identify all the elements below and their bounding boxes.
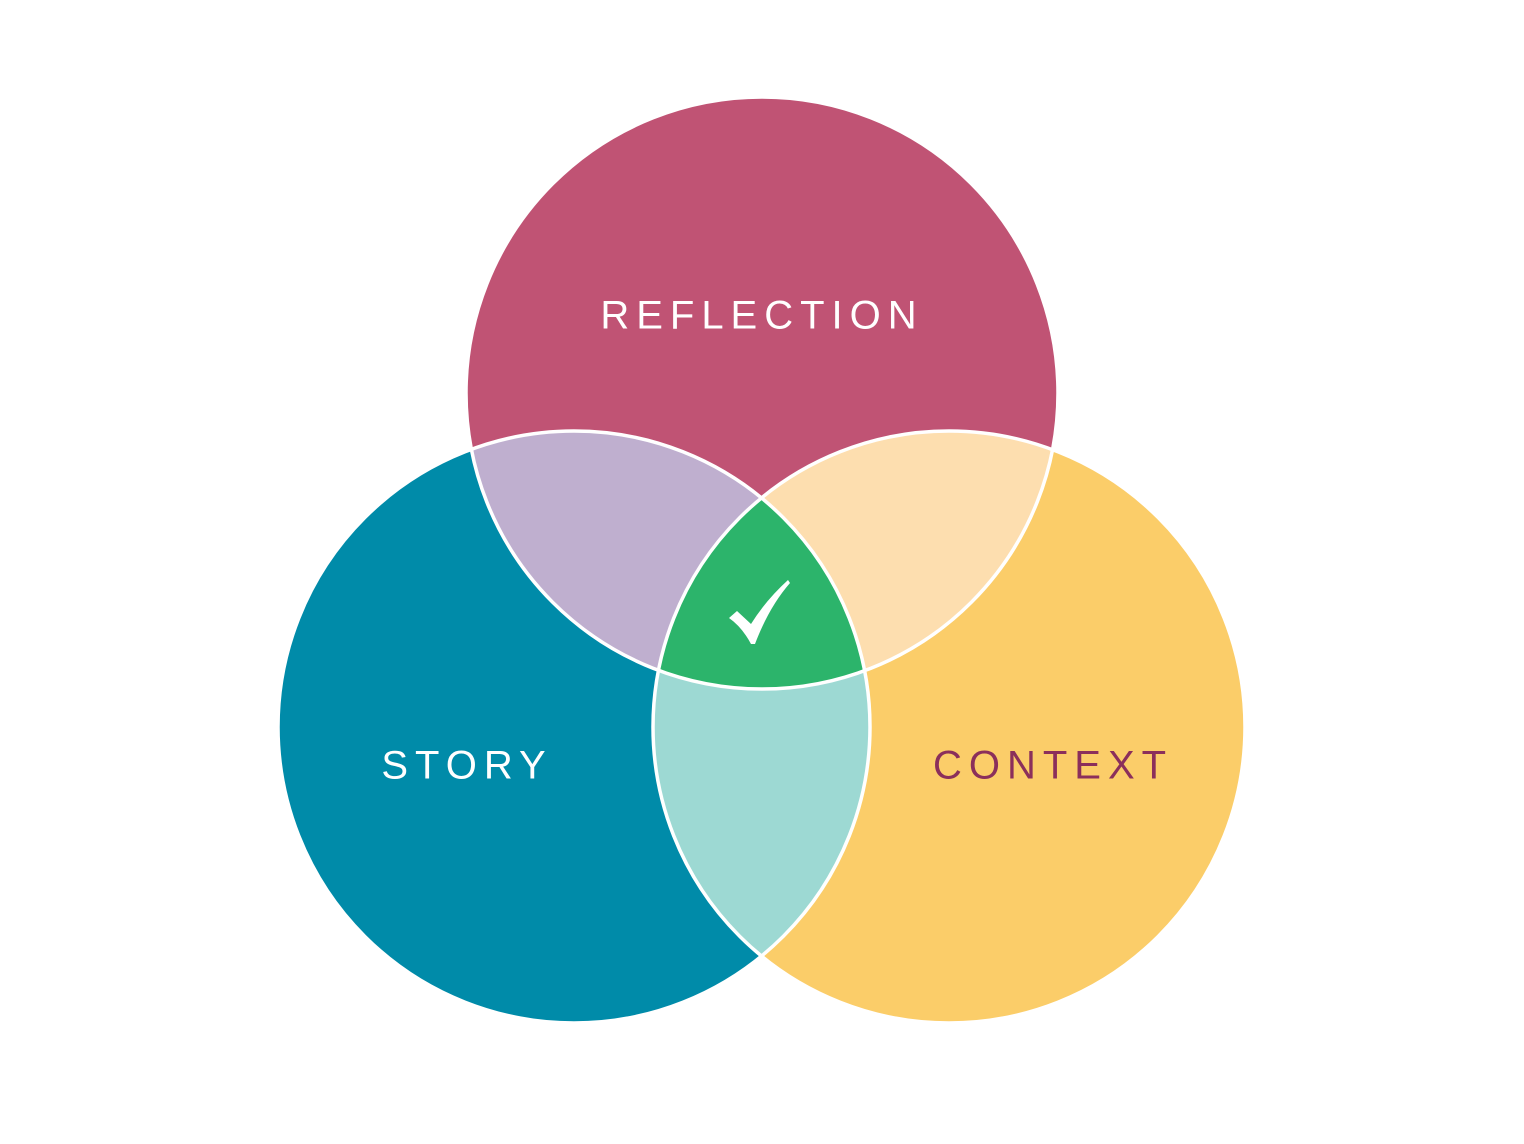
reflection-label: REFLECTION [600, 294, 923, 338]
overlap-all-three [653, 431, 870, 689]
story-label: STORY [381, 744, 552, 788]
context-label: CONTEXT [933, 744, 1173, 788]
circle-outlines [276, 95, 1247, 1025]
checkmark-icon [729, 580, 790, 644]
